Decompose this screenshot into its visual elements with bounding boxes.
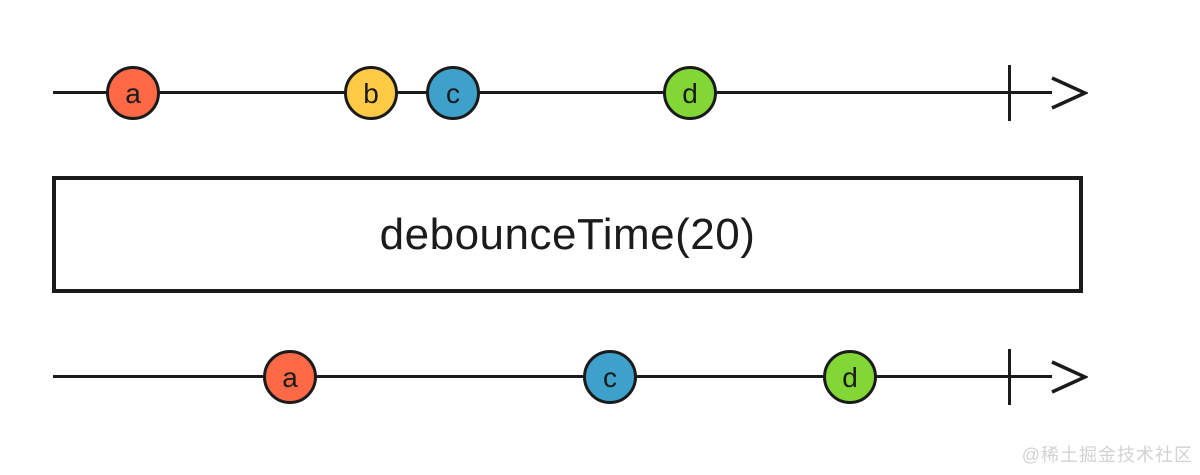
input-marble-b: b — [344, 66, 398, 120]
output-marble-d-label: d — [842, 362, 858, 393]
input-marble-a-label: a — [125, 78, 141, 109]
output-marble-a: a — [263, 350, 317, 404]
input-marble-c-label: c — [446, 78, 460, 109]
input-timeline-line — [53, 91, 1052, 94]
input-timeline-arrow-icon — [1051, 76, 1088, 110]
operator-label: debounceTime(20) — [379, 209, 756, 259]
output-marble-c: c — [583, 350, 637, 404]
input-marble-a: a — [106, 66, 160, 120]
operator-box: debounceTime(20) — [52, 176, 1083, 293]
watermark: @稀土掘金技术社区 — [1021, 445, 1193, 465]
output-marble-c-label: c — [603, 362, 617, 393]
output-timeline-line — [53, 375, 1052, 378]
output-timeline-arrow-icon — [1051, 360, 1088, 394]
input-marble-c: c — [426, 66, 480, 120]
output-timeline-end-tick — [1008, 349, 1011, 405]
input-timeline-end-tick — [1008, 65, 1011, 121]
input-marble-b-label: b — [363, 78, 379, 109]
output-marble-d: d — [823, 350, 877, 404]
output-marble-a-label: a — [282, 362, 298, 393]
input-marble-d-label: d — [682, 78, 698, 109]
input-marble-d: d — [663, 66, 717, 120]
